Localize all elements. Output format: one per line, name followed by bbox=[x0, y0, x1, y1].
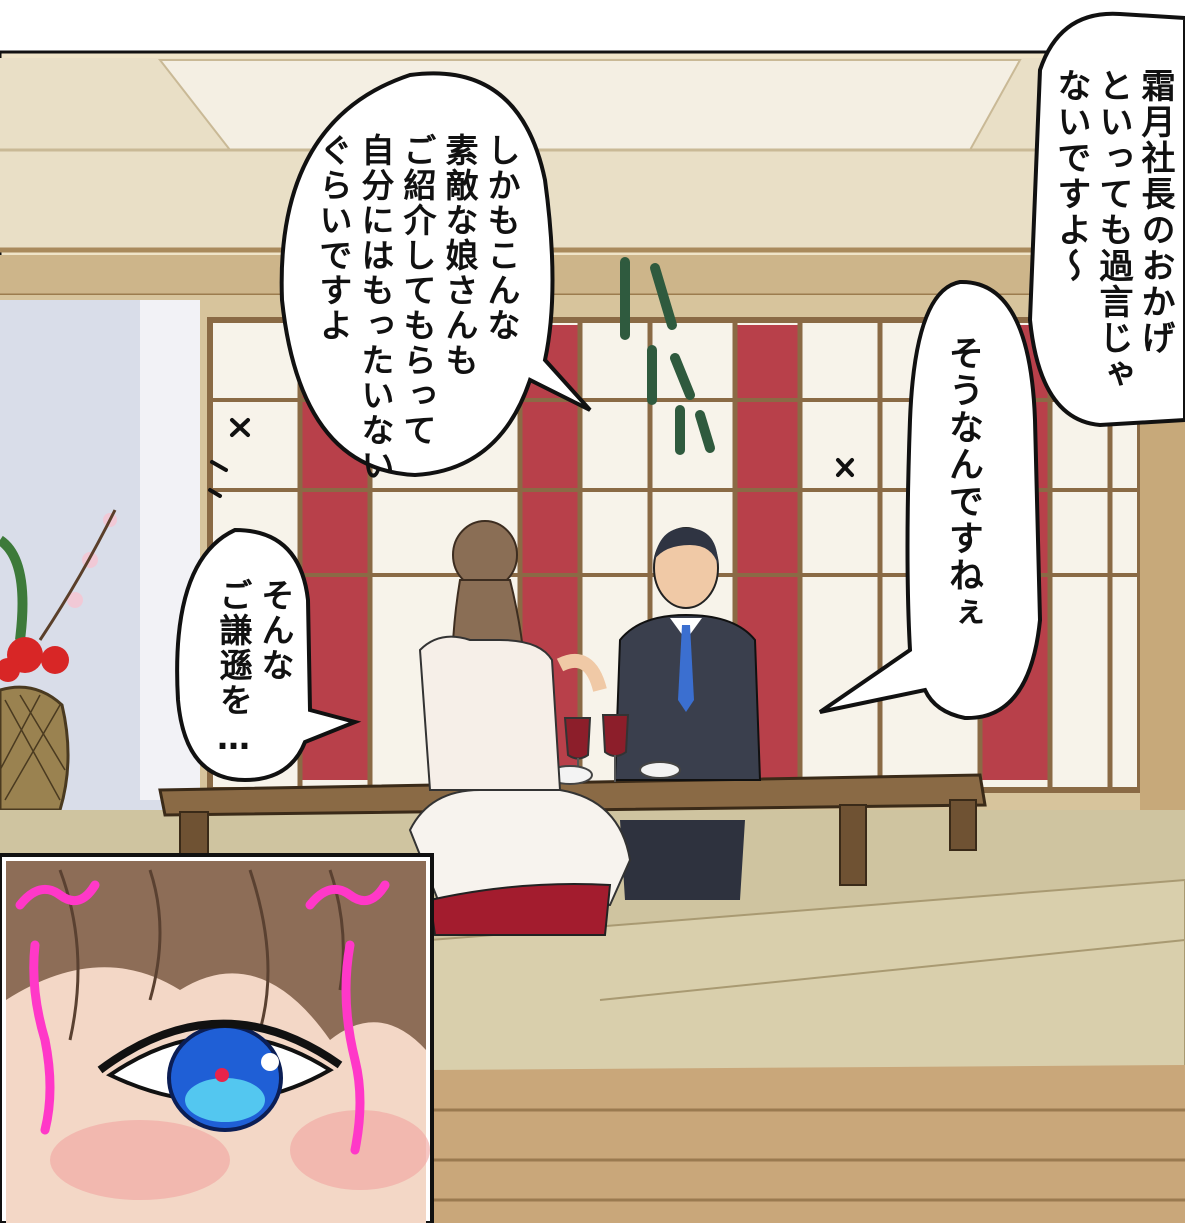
woman-from-behind bbox=[408, 520, 632, 936]
speech-bubble-4-text: そんな ご謙遜を… bbox=[214, 578, 295, 759]
man-in-suit bbox=[556, 527, 762, 900]
ikebana-vase bbox=[0, 509, 117, 812]
speech-bubble-3-text: そうなんですねぇ bbox=[943, 335, 983, 631]
speech-bubble-1-text: 霜月社長のおかげ といっても過言じゃ ないですよ〜 bbox=[1051, 68, 1175, 392]
speech-bubble-2-text: しかもこんな 素敵な娘さんも ご紹介してもらって 自分にはもったいない ぐらいで… bbox=[314, 133, 521, 483]
